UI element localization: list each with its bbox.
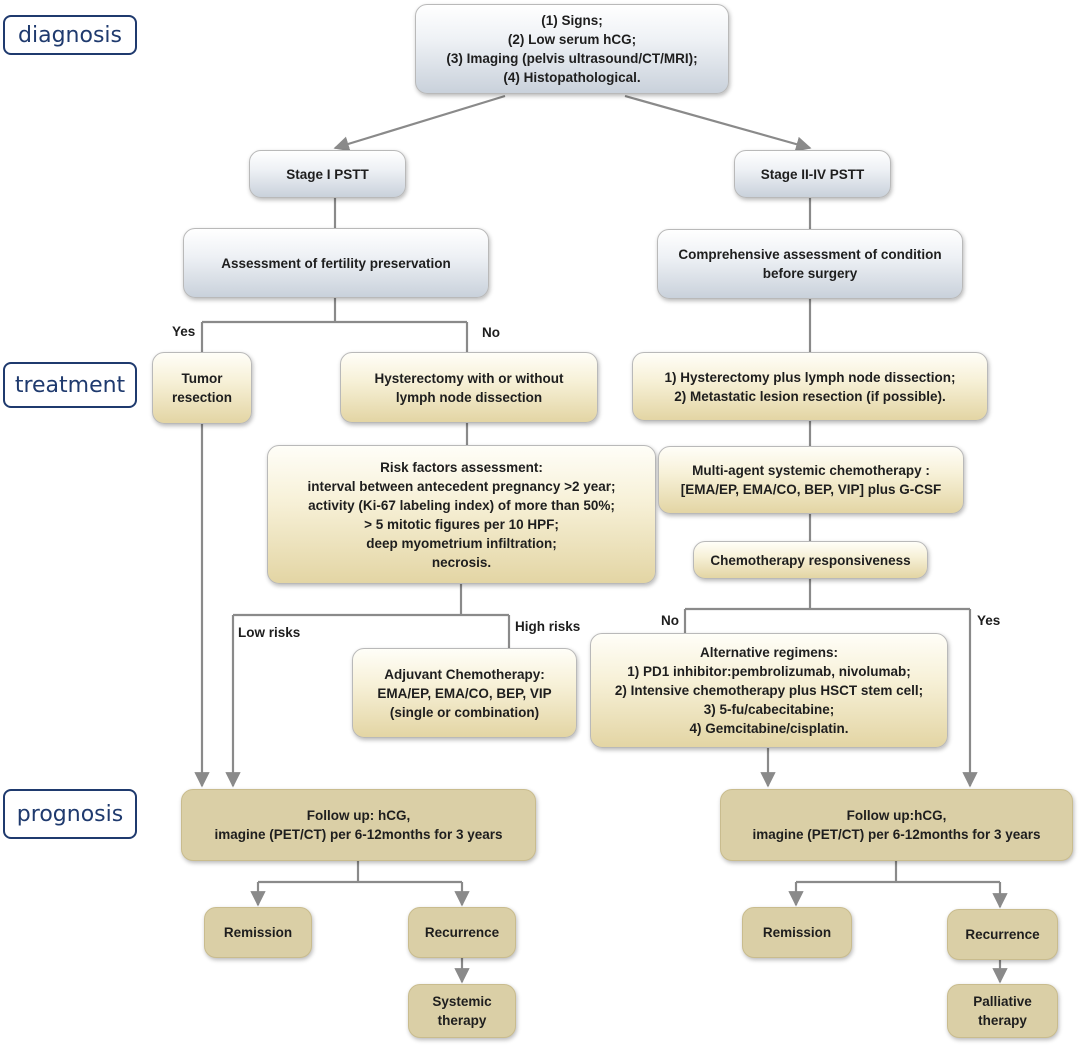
edge-label-low-risks: Low risks — [238, 625, 301, 640]
risk-factors-box: Risk factors assessment: interval betwee… — [267, 445, 656, 584]
alternative-regimens-box: Alternative regimens: 1) PD1 inhibitor:p… — [590, 633, 948, 748]
box-line: EMA/EP, EMA/CO, BEP, VIP — [377, 685, 552, 701]
box-line: (4) Histopathological. — [503, 70, 641, 85]
box-line: Remission — [223, 925, 293, 940]
box-line: 4) Gemcitabine/cisplatin. — [689, 721, 849, 736]
remission-right-box: Remission — [742, 907, 852, 958]
box-line: Recurrence — [424, 925, 500, 940]
box-line: (3) Imaging (pelvis ultrasound/CT/MRI); — [446, 51, 698, 66]
box-line: [EMA/EP, EMA/CO, BEP, VIP] plus G-CSF — [680, 482, 942, 497]
comprehensive-assessment-box: Comprehensive assessment of condition be… — [657, 229, 963, 299]
multi-agent-chemo-box: Multi-agent systemic chemotherapy : [EMA… — [658, 446, 964, 514]
box-line: Risk factors assessment: — [380, 459, 543, 475]
adjuvant-chemo-box: Adjuvant Chemotherapy: EMA/EP, EMA/CO, B… — [352, 648, 577, 738]
diagnosis-criteria-box: (1) Signs; (2) Low serum hCG; (3) Imagin… — [415, 4, 729, 94]
systemic-therapy-box: Systemic therapy — [408, 984, 516, 1038]
box-line: 2) Metastatic lesion resection (if possi… — [674, 388, 946, 404]
stage-2-4-box: Stage II-IV PSTT — [734, 150, 891, 198]
box-line: therapy — [437, 1013, 487, 1028]
box-line: (2) Low serum hCG; — [507, 32, 637, 47]
box-line: Stage I PSTT — [286, 166, 369, 182]
box-line: Follow up: hCG, — [306, 808, 411, 823]
box-line: Chemotherapy responsiveness — [710, 552, 911, 568]
box-line: Follow up:hCG, — [846, 808, 947, 823]
box-line: Multi-agent systemic chemotherapy : — [692, 463, 930, 478]
box-line: before surgery — [762, 266, 858, 281]
box-line: Hysterectomy with or without — [374, 370, 564, 386]
box-line: Tumor — [181, 371, 223, 386]
stage-1-box: Stage I PSTT — [249, 150, 406, 198]
edge-label-yes-response: Yes — [977, 613, 1001, 628]
tumor-resection-box: Tumor resection — [152, 352, 252, 424]
box-line: (1) Signs; — [541, 13, 603, 28]
box-line: Palliative — [973, 994, 1032, 1009]
edge-label-no-response: No — [661, 613, 679, 628]
recurrence-left-box: Recurrence — [408, 907, 516, 958]
box-line: (single or combination) — [389, 704, 540, 720]
box-line: Recurrence — [965, 927, 1040, 942]
box-line: interval between antecedent pregnancy >2… — [307, 478, 616, 494]
box-line: 3) 5-fu/cabecitabine; — [703, 702, 835, 717]
box-line: 2) Intensive chemotherapy plus HSCT stem… — [614, 683, 924, 698]
arrow-to-stage2 — [624, 94, 812, 152]
box-line: Stage II-IV PSTT — [760, 166, 865, 182]
remission-left-box: Remission — [204, 907, 312, 958]
section-label-treatment: treatment — [3, 362, 137, 408]
section-label-prognosis: prognosis — [3, 789, 137, 839]
fertility-assessment-box: Assessment of fertility preservation — [183, 228, 489, 298]
box-line: 1) PD1 inhibitor:pembrolizumab, nivoluma… — [627, 664, 911, 679]
box-line: 1) Hysterectomy plus lymph node dissecti… — [664, 369, 956, 385]
box-line: necrosis. — [431, 554, 492, 570]
chemo-responsiveness-box: Chemotherapy responsiveness — [693, 541, 928, 579]
follow-up-left-box: Follow up: hCG, imagine (PET/CT) per 6-1… — [181, 789, 536, 861]
box-line: Comprehensive assessment of condition — [678, 247, 942, 262]
box-line: therapy — [978, 1013, 1027, 1028]
edge-label-yes: Yes — [172, 324, 196, 339]
palliative-therapy-box: Palliative therapy — [947, 984, 1058, 1038]
box-line: deep myometrium infiltration; — [366, 535, 557, 551]
box-line: lymph node dissection — [395, 389, 543, 405]
box-line: Adjuvant Chemotherapy: — [384, 666, 545, 682]
section-label-diagnosis: diagnosis — [3, 15, 137, 55]
box-line: > 5 mitotic figures per 10 HPF; — [364, 516, 559, 532]
hysterectomy-lymph-box: 1) Hysterectomy plus lymph node dissecti… — [632, 352, 988, 421]
edge-label-high-risks: High risks — [515, 619, 581, 634]
box-line: activity (Ki-67 labeling index) of more … — [308, 497, 615, 513]
box-line: imagine (PET/CT) per 6-12months for 3 ye… — [214, 827, 503, 842]
box-line: Assessment of fertility preservation — [221, 255, 451, 271]
box-line: Systemic — [432, 994, 492, 1009]
arrow-to-stage1 — [333, 94, 506, 152]
edge-label-no: No — [482, 325, 500, 340]
follow-up-right-box: Follow up:hCG, imagine (PET/CT) per 6-12… — [720, 789, 1073, 861]
box-line: Alternative regimens: — [699, 645, 839, 660]
box-line: imagine (PET/CT) per 6-12months for 3 ye… — [752, 827, 1041, 842]
box-line: Remission — [762, 925, 832, 940]
hysterectomy-box: Hysterectomy with or without lymph node … — [340, 352, 598, 423]
box-line: resection — [171, 390, 233, 405]
recurrence-right-box: Recurrence — [947, 909, 1058, 960]
